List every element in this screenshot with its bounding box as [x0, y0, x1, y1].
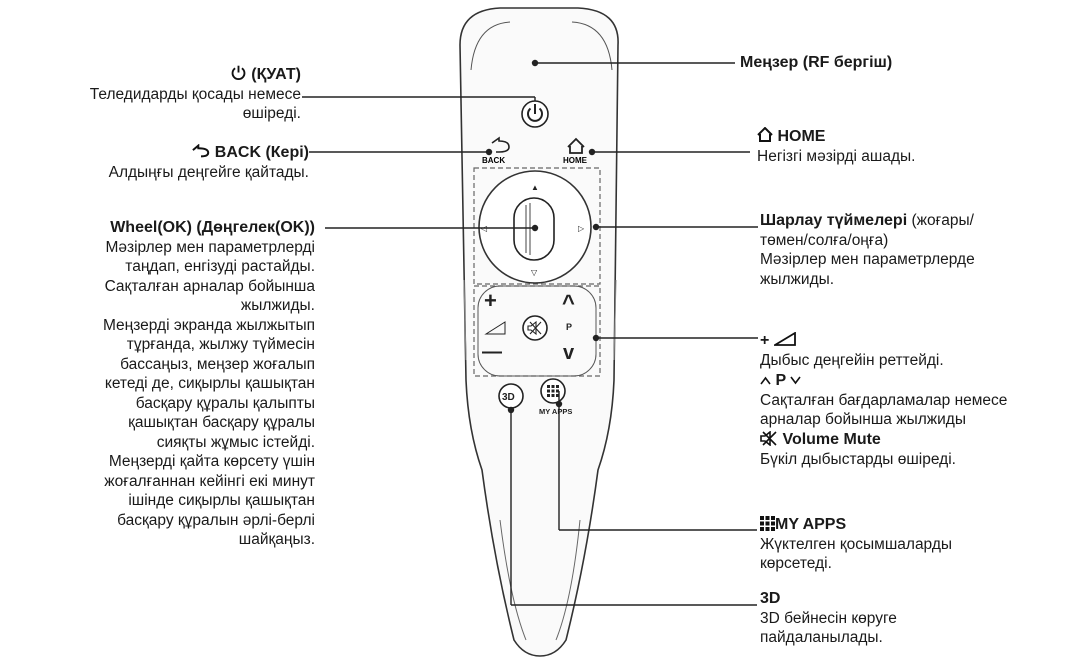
back-annotation: BACK (Кері) Алдыңғы деңгейге қайтады.: [109, 143, 309, 182]
nav-annotation: Шарлау түймелері (жоғары/ төмен/солға/оң…: [760, 211, 975, 289]
mute-desc: Бүкіл дыбыстарды өшіреді.: [760, 450, 956, 468]
leader-dots: [485, 59, 600, 414]
home-title: HOME: [777, 128, 826, 145]
volume-button-icon: [484, 321, 506, 335]
power-button-icon: [527, 107, 543, 122]
myapps-annotation: MY APPS Жүктелген қосымшаларды көрсетеді…: [760, 515, 952, 574]
grid-icon: [760, 516, 775, 531]
remote-back-label: BACK: [482, 156, 505, 165]
remote-left-marker: ◁: [480, 224, 487, 233]
volume-ramp-icon: [771, 331, 796, 346]
pointer-annotation: Меңзер (RF бергіш): [740, 53, 892, 73]
back-title: BACK (Кері): [214, 144, 309, 161]
caret-down-icon: [790, 376, 801, 385]
remote-minus-label: —: [482, 341, 502, 363]
back-button-icon: [491, 136, 510, 153]
remote-down-marker: ▽: [531, 268, 538, 277]
program-annotation: P Сақталған бағдарламалар немесе арналар…: [760, 371, 1007, 430]
home-icon: [757, 126, 773, 142]
nav-title-rest: (жоғары/: [907, 212, 974, 229]
program-title: P: [775, 372, 786, 389]
pointer-title: Меңзер (RF бергіш): [740, 54, 893, 71]
caret-up-icon: [760, 376, 771, 385]
volume-annotation: + Дыбыс деңгейін реттейді.: [760, 331, 944, 370]
remote-home-label: HOME: [563, 156, 588, 165]
power-desc: Теледидарды қосады немесе өшіреді.: [89, 85, 301, 123]
remote-myapps-label: MY APPS: [539, 407, 572, 416]
remote-caret-up: ^: [562, 290, 575, 315]
back-arrow-icon: [192, 143, 210, 158]
back-desc: Алдыңғы деңгейге қайтады.: [108, 163, 309, 181]
remote-p-label: P: [566, 322, 572, 332]
mute-icon: [760, 430, 777, 447]
wheel-desc: Мәзірлер мен параметрлерді таңдап, енгіз…: [102, 238, 315, 549]
remote-up-marker: ▲: [531, 183, 539, 192]
mute-title: Volume Mute: [782, 431, 881, 448]
nav-title: Шарлау түймелері: [760, 212, 908, 229]
program-desc: Сақталған бағдарламалар немесе арналар б…: [760, 391, 1008, 429]
remote-caret-down: v: [563, 342, 575, 364]
wheel-title: Wheel(OK) (Дөңгелек(OK)): [110, 219, 315, 236]
power-title: (ҚУАТ): [251, 66, 301, 83]
volume-title: +: [760, 332, 770, 349]
wheel-annotation: Wheel(OK) (Дөңгелек(OK)) Мәзірлер мен па…: [103, 218, 315, 550]
remote-3d-label: 3D: [502, 392, 515, 403]
nav-desc: төмен/солға/оңға) Мәзірлер мен параметрл…: [760, 231, 975, 288]
myapps-grid-icon: [547, 385, 559, 397]
three-d-desc: 3D бейнесін көруге пайдаланылады.: [760, 609, 897, 647]
vol-prog-region: [473, 285, 601, 377]
power-icon: [231, 65, 246, 80]
remote-inner-contour: [470, 21, 613, 71]
three-d-annotation: 3D 3D бейнесін көруге пайдаланылады.: [760, 589, 897, 648]
home-annotation: HOME Негізгі мәзірді ашады.: [757, 126, 916, 166]
remote-plus-label: +: [484, 288, 497, 313]
mute-annotation: Volume Mute Бүкіл дыбыстарды өшіреді.: [760, 430, 956, 469]
leader-lines: [302, 62, 758, 606]
home-desc: Негізгі мәзірді ашады.: [757, 147, 916, 165]
remote-right-marker: ▷: [578, 224, 585, 233]
vol-prog-rocker: [477, 285, 597, 377]
mute-button-icon: [527, 320, 542, 336]
home-button-icon: [567, 137, 585, 154]
volume-desc: Дыбыс деңгейін реттейді.: [760, 351, 944, 369]
myapps-desc: Жүктелген қосымшаларды көрсетеді.: [760, 535, 953, 573]
myapps-title: MY APPS: [775, 516, 847, 533]
three-d-title: 3D: [760, 590, 781, 607]
power-annotation: (ҚУАТ) Теледидарды қосады немесе өшіреді…: [90, 64, 301, 124]
remote-side-line: [463, 279, 617, 361]
nav-region: [473, 167, 601, 285]
